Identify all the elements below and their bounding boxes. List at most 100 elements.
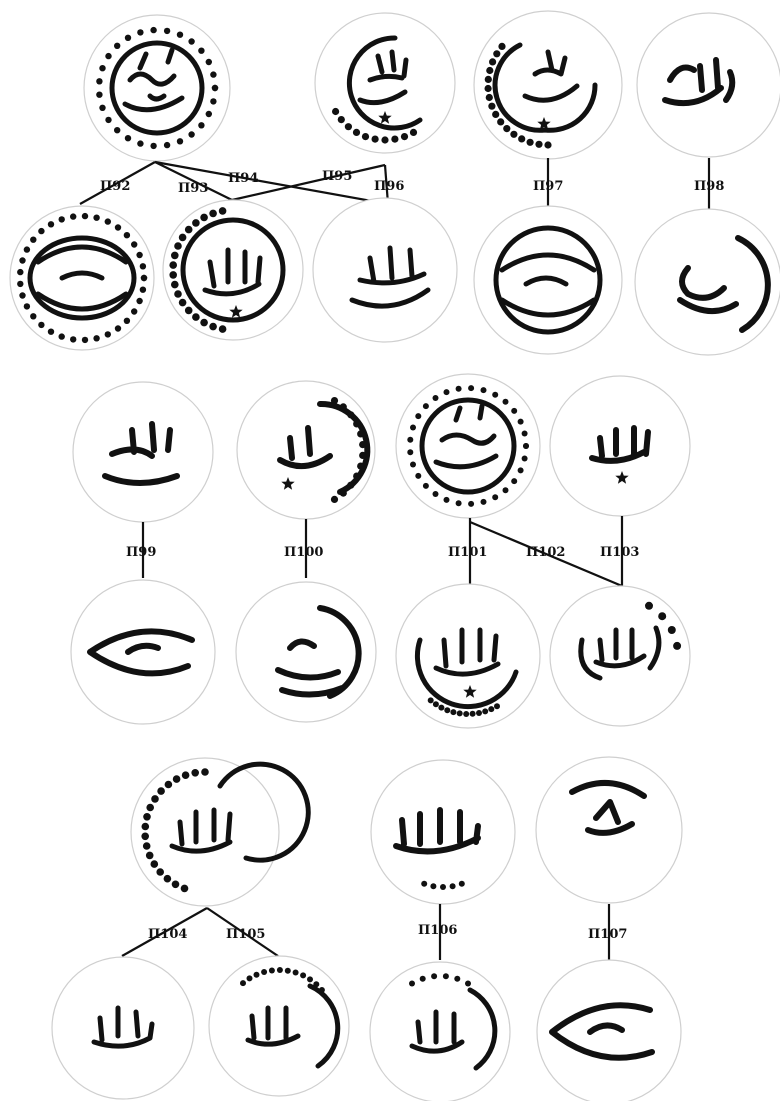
pellet-dot (494, 703, 500, 709)
pellet-dot (140, 287, 146, 293)
pellet-dot (498, 43, 505, 50)
pellet-dot (188, 131, 194, 137)
pellet-dot (156, 868, 164, 876)
coin-reverse-p106 (370, 962, 510, 1101)
pellet-dot (30, 313, 36, 319)
pellet-dot (444, 707, 450, 713)
pellet-dot (174, 242, 182, 250)
pellet-dot (137, 29, 143, 35)
pellet-dot (174, 290, 182, 298)
pellet-dot (261, 969, 267, 975)
pellet-dot (38, 322, 44, 328)
pellet-dot (428, 697, 434, 703)
label-p106: П106 (418, 923, 457, 938)
pellet-dot (188, 38, 194, 44)
coin-reverse-p93 (163, 200, 303, 340)
label-p93: П93 (178, 181, 208, 196)
pellet-dot (430, 883, 436, 889)
pellet-dot (200, 319, 208, 327)
pellet-dot (151, 795, 159, 803)
pellet-dot (59, 333, 65, 339)
pellet-dot (319, 987, 325, 993)
pellet-dot (114, 127, 120, 133)
pellet-dot (131, 308, 137, 314)
pellet-dot (24, 246, 30, 252)
pellet-dot (136, 252, 142, 258)
pellet-dot (423, 483, 429, 489)
pellet-dot (169, 261, 177, 269)
pellet-dot (410, 462, 416, 468)
pellet-dot (105, 53, 111, 59)
pellet-dot (115, 325, 121, 331)
coin-reverse-p102-p103 (550, 586, 690, 726)
pellet-dot (544, 141, 551, 148)
pellet-dot (124, 232, 130, 238)
pellet-dot (463, 711, 469, 717)
pellet-dot (503, 399, 509, 405)
pellet-dot (503, 125, 510, 132)
pellet-dot (179, 234, 187, 242)
pellet-dot (185, 226, 193, 234)
pellet-dot (82, 213, 88, 219)
pellet-dot (340, 490, 347, 497)
pellet-dot (353, 420, 360, 427)
pellet-dot (141, 833, 149, 841)
pellet-dot (522, 456, 528, 462)
connector-lines-row5 (122, 904, 609, 960)
pellet-dot (136, 298, 142, 304)
pellet-dot (198, 122, 204, 128)
pellet-dot (331, 397, 338, 404)
coin-obverse-p101-p102 (396, 374, 540, 518)
pellet-dot (518, 467, 524, 473)
pellet-dot (443, 973, 449, 979)
pellet-dot (527, 139, 534, 146)
pellet-dot (131, 241, 137, 247)
pellet-dot (48, 329, 54, 335)
pellet-dot (105, 218, 111, 224)
pellet-dot (240, 980, 246, 986)
pellet-dot (185, 307, 193, 315)
pellet-dot (440, 884, 446, 890)
pellet-dot (206, 59, 212, 65)
pellet-dot (497, 118, 504, 125)
coin-obverse-p107 (536, 757, 682, 903)
label-p101: П101 (448, 545, 487, 560)
pellet-dot (433, 701, 439, 707)
pellet-dot (219, 207, 227, 215)
pellet-dot (347, 411, 354, 418)
label-p96: П96 (374, 179, 404, 194)
pellet-dot (332, 108, 339, 115)
pellet-dot (137, 140, 143, 146)
pellet-dot (247, 975, 253, 981)
pellet-dot (372, 136, 379, 143)
pellet-dot (522, 431, 528, 437)
pellet-dot (645, 602, 653, 610)
pellet-dot (420, 976, 426, 982)
pellet-dot (140, 263, 146, 269)
pellet-dot (165, 781, 173, 789)
pellet-dot (219, 325, 227, 333)
pellet-dot (503, 487, 509, 493)
pellet-dot (182, 771, 190, 779)
pellet-dot (489, 58, 496, 65)
pellet-dot (151, 860, 159, 868)
pellet-dot (482, 708, 488, 714)
pellet-dot (206, 111, 212, 117)
pellet-dot (96, 92, 102, 98)
label-p107: П107 (588, 927, 627, 942)
pellet-dot (96, 78, 102, 84)
coin-reverse-p104 (52, 957, 194, 1099)
pellet-dot (307, 976, 313, 982)
pellet-dot (146, 852, 154, 860)
pellet-dot (177, 138, 183, 144)
pellet-dot (150, 27, 156, 33)
pellet-dot (450, 709, 456, 715)
pellet-dot (210, 71, 216, 77)
label-p92: П92 (100, 179, 130, 194)
coin-obverse-p97 (474, 11, 622, 159)
pellet-dot (17, 281, 23, 287)
pellet-dot (164, 142, 170, 148)
pellet-dot (658, 612, 666, 620)
pellet-dot (198, 48, 204, 54)
label-p98: П98 (694, 179, 724, 194)
